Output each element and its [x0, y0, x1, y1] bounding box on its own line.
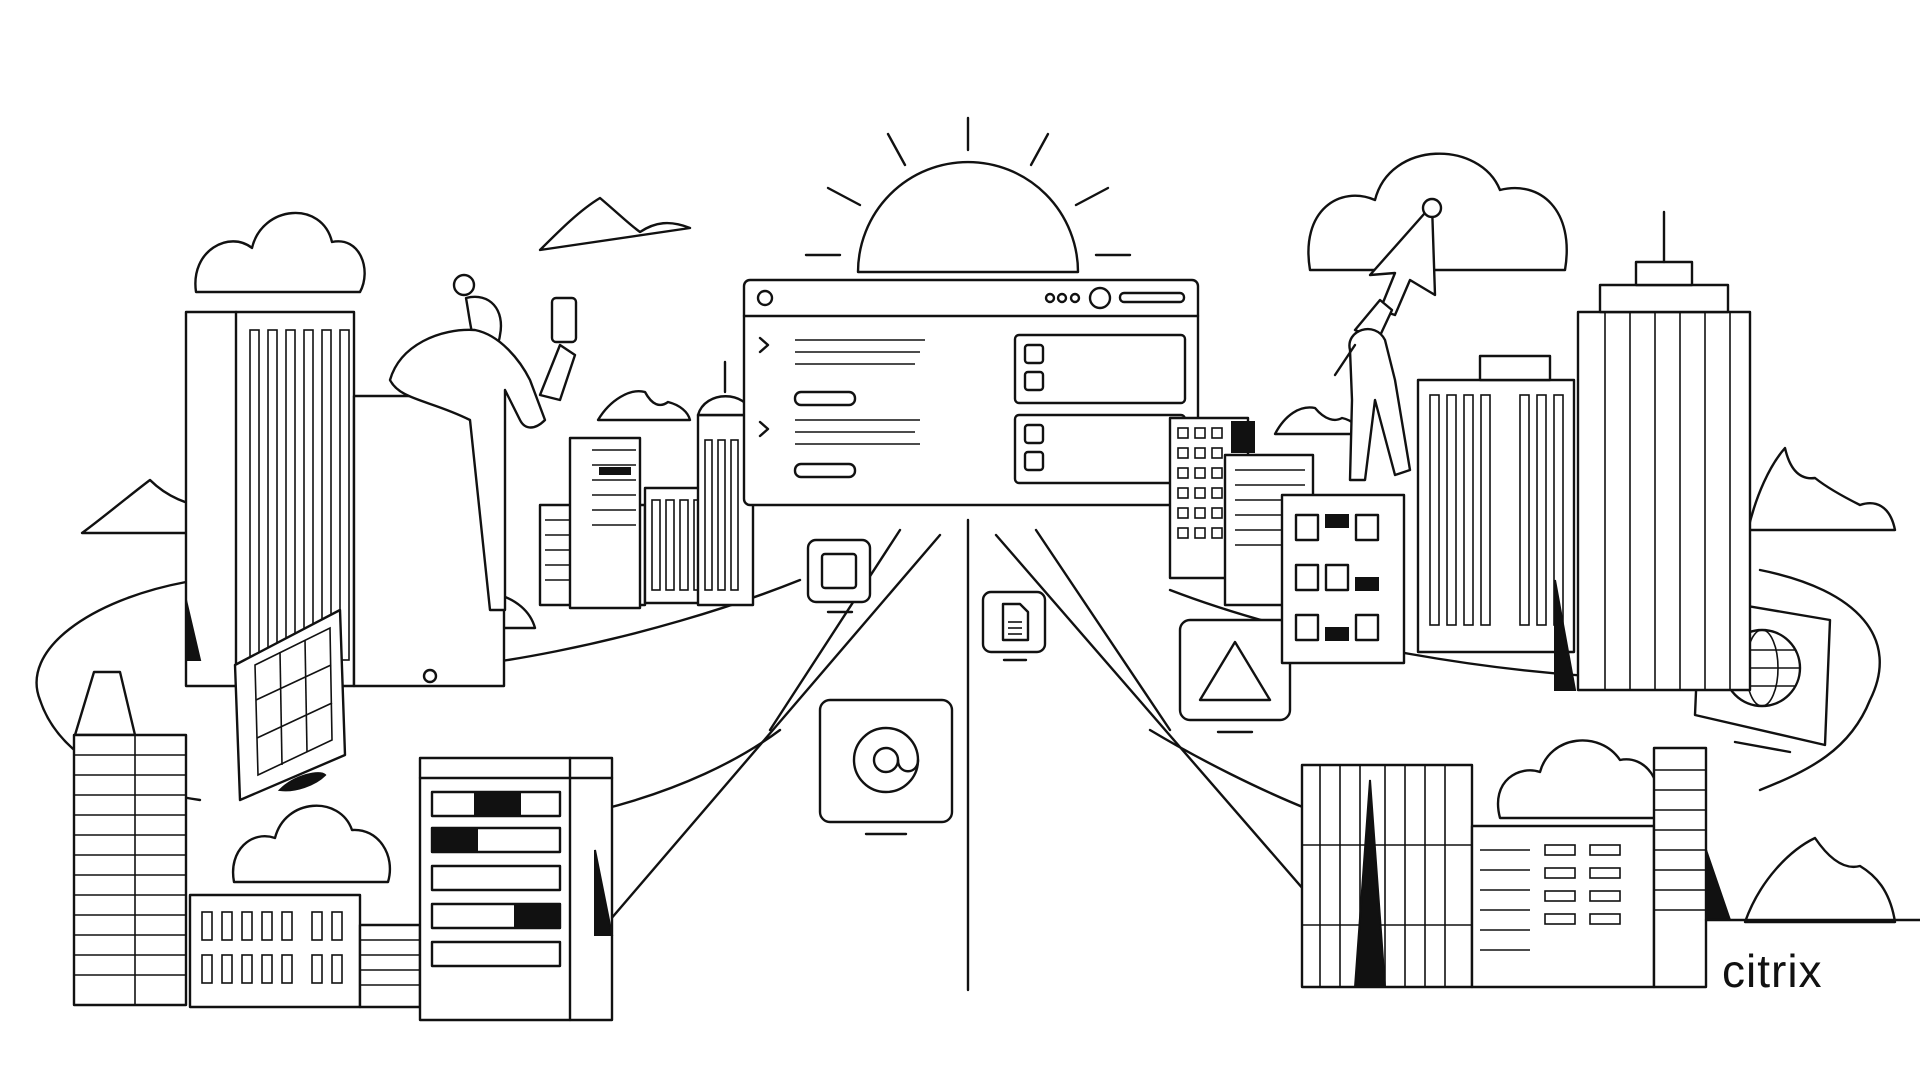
person-with-phone	[352, 273, 578, 688]
lower-right-buildings	[1300, 746, 1920, 989]
person-with-cursor	[1333, 197, 1443, 482]
right-skyscrapers	[1416, 210, 1752, 692]
citrix-logo: citrix	[1722, 945, 1823, 997]
cursor-arrow-icon	[1368, 203, 1437, 317]
document-icon	[981, 590, 1047, 662]
lower-left-buildings	[72, 670, 614, 1022]
at-sign-icon	[818, 698, 954, 836]
left-midrise	[538, 360, 755, 610]
grid-app-icon	[233, 608, 347, 802]
right-midrise	[1168, 416, 1406, 665]
central-road	[608, 518, 1332, 992]
left-skyscraper	[184, 310, 356, 688]
triangle-app-icon	[1178, 618, 1292, 734]
square-app-icon	[806, 538, 872, 614]
browser-window-icon	[742, 278, 1200, 507]
sun-icon	[804, 116, 1132, 274]
phone-icon	[550, 296, 578, 344]
